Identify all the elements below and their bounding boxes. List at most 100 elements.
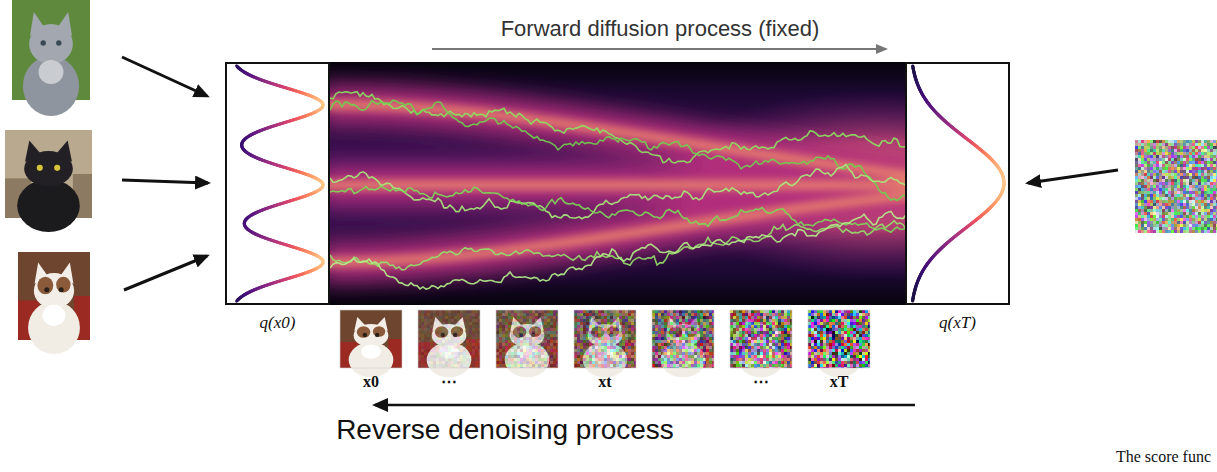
noise-pixel bbox=[526, 361, 529, 364]
noise-pixel bbox=[670, 316, 673, 319]
noise-pixel bbox=[454, 328, 457, 331]
noise-pixel bbox=[658, 316, 661, 319]
noise-pixel bbox=[424, 334, 427, 337]
noise-pixel bbox=[532, 310, 535, 313]
noise-pixel bbox=[523, 334, 526, 337]
noise-pixel bbox=[610, 364, 613, 367]
noise-pixel bbox=[664, 313, 667, 316]
noise-pixel bbox=[505, 343, 508, 346]
noise-pixel bbox=[511, 334, 514, 337]
noise-pixel bbox=[544, 352, 547, 355]
noise-pixel bbox=[448, 343, 451, 346]
noise-pixel bbox=[601, 355, 604, 358]
noise-pixel bbox=[457, 328, 460, 331]
cat-ear bbox=[588, 317, 600, 331]
noise-pixel bbox=[586, 328, 589, 331]
noise-pixel bbox=[658, 313, 661, 316]
noise-pixel bbox=[496, 313, 499, 316]
noise-pixel bbox=[631, 346, 634, 349]
noise-pixel bbox=[625, 313, 628, 316]
noise-pixel bbox=[460, 337, 463, 340]
noise-pixel bbox=[616, 364, 619, 367]
noise-pixel bbox=[502, 346, 505, 349]
band-core bbox=[330, 105, 905, 176]
cat-photo bbox=[12, 0, 90, 116]
noise-pixel bbox=[619, 322, 622, 325]
noise-pixel bbox=[607, 316, 610, 319]
noise-pixel bbox=[595, 346, 598, 349]
noise-pixel bbox=[433, 337, 436, 340]
noise-pixel bbox=[661, 310, 664, 313]
noise-pixel bbox=[574, 364, 577, 367]
noise-pixel bbox=[508, 343, 511, 346]
noise-pixel bbox=[589, 337, 592, 340]
noise-pixel bbox=[433, 310, 436, 313]
noise-pixel bbox=[511, 349, 514, 352]
noise-pixel bbox=[616, 355, 619, 358]
noise-pixel bbox=[511, 358, 514, 361]
noise-pixel bbox=[460, 343, 463, 346]
noise-pixel bbox=[538, 343, 541, 346]
noise-pixel bbox=[601, 331, 604, 334]
noise-pixel bbox=[508, 358, 511, 361]
noise-pixel bbox=[652, 340, 655, 343]
noise-pixel bbox=[529, 334, 532, 337]
noise-pixel bbox=[553, 337, 556, 340]
noise-pixel bbox=[472, 310, 475, 313]
noise-pixel bbox=[529, 355, 532, 358]
noise-pixel bbox=[523, 319, 526, 322]
noise-pixel bbox=[445, 316, 448, 319]
noise-pixel bbox=[667, 319, 670, 322]
noise-pixel bbox=[628, 310, 631, 313]
noise-pixel bbox=[625, 364, 628, 367]
noise-pixel bbox=[427, 334, 430, 337]
noise-pixel bbox=[430, 316, 433, 319]
noise-pixel bbox=[463, 352, 466, 355]
noise-pixel bbox=[535, 331, 538, 334]
noise-pixel bbox=[523, 337, 526, 340]
noise-pixel bbox=[670, 337, 673, 340]
noise-pixel bbox=[622, 340, 625, 343]
noise-pixel bbox=[448, 349, 451, 352]
density-segment bbox=[938, 250, 939, 251]
noise-pixel bbox=[463, 325, 466, 328]
noise-pixel bbox=[502, 328, 505, 331]
noise-pixel bbox=[475, 313, 478, 316]
band-core bbox=[330, 181, 905, 190]
noise-pixel bbox=[421, 361, 424, 364]
noise-pixel bbox=[667, 310, 670, 313]
noise-pixel bbox=[496, 328, 499, 331]
noise-pixel bbox=[520, 325, 523, 328]
noise-pixel bbox=[520, 310, 523, 313]
noise-pixel bbox=[448, 364, 451, 367]
noise-pixel bbox=[463, 361, 466, 364]
noise-pixel bbox=[550, 346, 553, 349]
noise-pixel bbox=[544, 319, 547, 322]
noise-pixel bbox=[520, 331, 523, 334]
noise-pixel bbox=[496, 316, 499, 319]
noise-pixel bbox=[469, 322, 472, 325]
noise-pixel bbox=[622, 313, 625, 316]
noise-pixel bbox=[529, 364, 532, 367]
cat-body bbox=[427, 342, 472, 377]
cat-patch bbox=[37, 277, 53, 295]
photo-ground bbox=[496, 310, 558, 368]
noise-pixel bbox=[631, 337, 634, 340]
noise-pixel bbox=[553, 346, 556, 349]
noise-pixel bbox=[532, 361, 535, 364]
noise-pixel bbox=[433, 319, 436, 322]
noise-pixel bbox=[508, 313, 511, 316]
noise-pixel bbox=[652, 349, 655, 352]
noise-pixel bbox=[502, 355, 505, 358]
noise-pixel bbox=[628, 349, 631, 352]
density-segment bbox=[911, 299, 914, 300]
noise-pixel bbox=[592, 364, 595, 367]
noise-pixel bbox=[520, 334, 523, 337]
noise-pixel bbox=[454, 319, 457, 322]
noise-pixel bbox=[625, 337, 628, 340]
noise-pixel bbox=[505, 331, 508, 334]
random-walk bbox=[330, 92, 905, 163]
noise-pixel bbox=[652, 310, 655, 313]
noise-pixel bbox=[592, 361, 595, 364]
noise-pixel bbox=[541, 310, 544, 313]
